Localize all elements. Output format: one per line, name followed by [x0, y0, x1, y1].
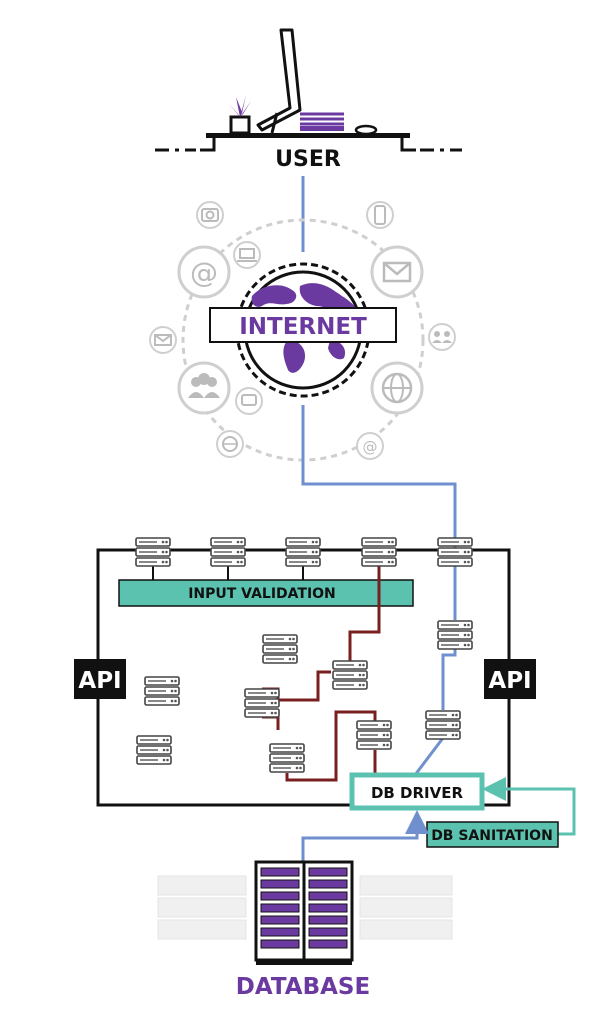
db-driver-box — [349, 772, 485, 811]
phone-icon — [366, 201, 394, 229]
server-stack-icon — [135, 537, 171, 567]
world-map-icon — [251, 283, 360, 373]
internet-label: INTERNET — [239, 314, 367, 340]
server-stack-icon — [437, 537, 473, 567]
database-rack-ghost-right — [359, 875, 453, 940]
database-rack-ghost-left — [157, 875, 247, 940]
server-stack-icon — [244, 688, 280, 718]
at-sign-icon: @ — [177, 245, 231, 299]
globe-icon — [370, 361, 424, 415]
validated-request-path — [262, 565, 381, 782]
user-label: USER — [275, 147, 341, 172]
db-sanitation-box — [426, 821, 559, 848]
sanitation-loop — [482, 777, 576, 836]
api-left-label: API — [78, 668, 121, 694]
globe-icon — [216, 430, 244, 458]
users-icon — [428, 323, 456, 351]
server-stack-icon — [269, 743, 305, 773]
server-stack-icon — [356, 720, 392, 750]
api-left-badge — [74, 659, 126, 699]
mail-icon — [370, 245, 424, 299]
database-icon — [254, 860, 354, 965]
database-label: DATABASE — [236, 974, 370, 1000]
server-stack-icon — [437, 620, 473, 650]
input-validation-label: INPUT VALIDATION — [188, 586, 336, 602]
svg-text:@: @ — [363, 438, 378, 456]
db-driver-label: DB DRIVER — [371, 784, 464, 802]
db-sanitation-label: DB SANITATION — [431, 828, 553, 844]
internet-hub — [181, 218, 425, 462]
api-right-label: API — [488, 668, 531, 694]
driver-blue-path — [413, 565, 457, 776]
svg-text:@: @ — [190, 256, 218, 289]
server-stack-icon — [136, 735, 172, 765]
server-stack-icon — [210, 537, 246, 567]
api-right-badge — [484, 659, 536, 699]
mail-icon — [149, 326, 177, 354]
laptop-icon — [233, 241, 261, 269]
internet-api-connector — [301, 405, 457, 540]
user-workstation — [155, 28, 462, 152]
server-stack-icon — [262, 634, 298, 664]
users-icon — [177, 361, 231, 415]
server-stack-icon — [285, 537, 321, 567]
server-stack-icon — [144, 676, 180, 706]
server-stack-icon — [361, 537, 397, 567]
server-stack-icon — [425, 710, 461, 740]
camera-icon — [196, 201, 224, 229]
database-driver-connector — [301, 810, 429, 862]
input-validation-bar — [118, 579, 414, 607]
chat-icon — [235, 387, 263, 415]
server-stack-icon — [332, 660, 368, 690]
at-sign-icon: @ — [356, 432, 384, 460]
